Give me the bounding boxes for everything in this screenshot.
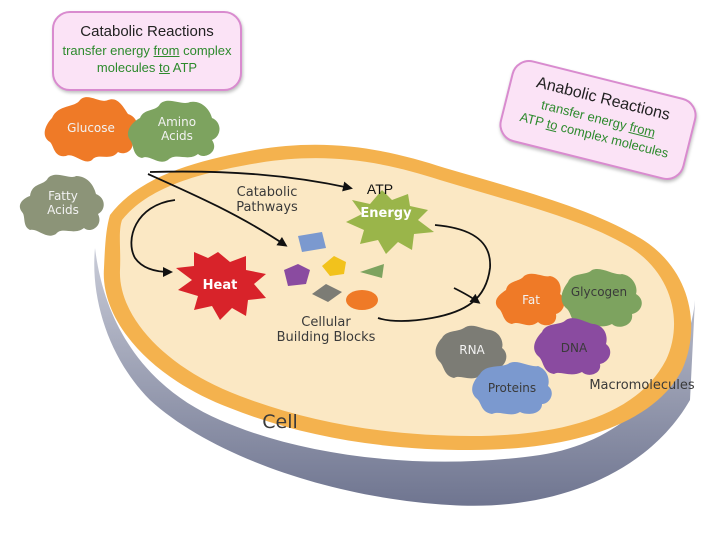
block-gray-diamond (312, 284, 342, 302)
amino-acids-label: Amino Acids (157, 115, 197, 143)
arrow-inputs-to-blocks (147, 173, 288, 247)
catabolic-line-2-post: ATP (169, 60, 198, 75)
arrow-inputs-to-energy (149, 170, 353, 192)
arrow-to-macromolecules (453, 287, 481, 304)
block-purple-pentagon (284, 264, 310, 286)
rna-label: RNA (459, 343, 485, 357)
block-blue-square (298, 232, 326, 252)
dna-label: DNA (560, 341, 588, 355)
glycogen-blob (561, 269, 642, 327)
energy-label: Energy (360, 206, 412, 221)
fat-blob (495, 273, 565, 326)
block-orange-oval (346, 290, 378, 310)
fatty-acids-label: Fatty Acids (47, 189, 79, 217)
fatty-acids-blob (19, 174, 104, 236)
heat-star (176, 252, 266, 320)
cell-side (94, 248, 695, 506)
glucose-blob (44, 97, 138, 162)
catabolic-line-2: molecules to ATP (54, 59, 240, 76)
dna-blob (534, 318, 611, 375)
macromolecules-label: Macromolecules (589, 378, 695, 393)
proteins-label: Proteins (487, 381, 537, 395)
heat-label: Heat (202, 278, 238, 293)
block-yellow-pentagon (322, 256, 346, 276)
glucose-label: Glucose (67, 121, 115, 135)
catabolic-title: Catabolic Reactions (80, 23, 214, 40)
fat-label: Fat (522, 293, 540, 307)
amino-acids-blob (127, 100, 220, 162)
catabolic-line-2-em: to (159, 60, 170, 75)
rna-blob (435, 325, 507, 379)
catabolic-line-1-post: complex (179, 43, 232, 58)
atp-label: ATP (366, 181, 394, 197)
block-green-triangle (360, 264, 384, 278)
catabolic-line-1-pre: transfer energy (62, 43, 154, 58)
cell-label: Cell (262, 411, 298, 433)
catabolic-reactions-callout: Catabolic Reactions transfer energy from… (52, 11, 242, 91)
energy-star (346, 190, 434, 254)
catabolic-pathways-label: Catabolic Pathways (236, 185, 298, 215)
arrow-to-heat (130, 199, 176, 277)
proteins-blob (472, 362, 552, 415)
catabolic-line-2-pre: molecules (96, 60, 160, 75)
catabolic-line-1-em: from (153, 43, 180, 58)
glycogen-label: Glycogen (570, 285, 628, 299)
catabolic-line-1: transfer energy from complex (54, 42, 240, 59)
building-blocks-label: Cellular Building Blocks (276, 315, 376, 345)
